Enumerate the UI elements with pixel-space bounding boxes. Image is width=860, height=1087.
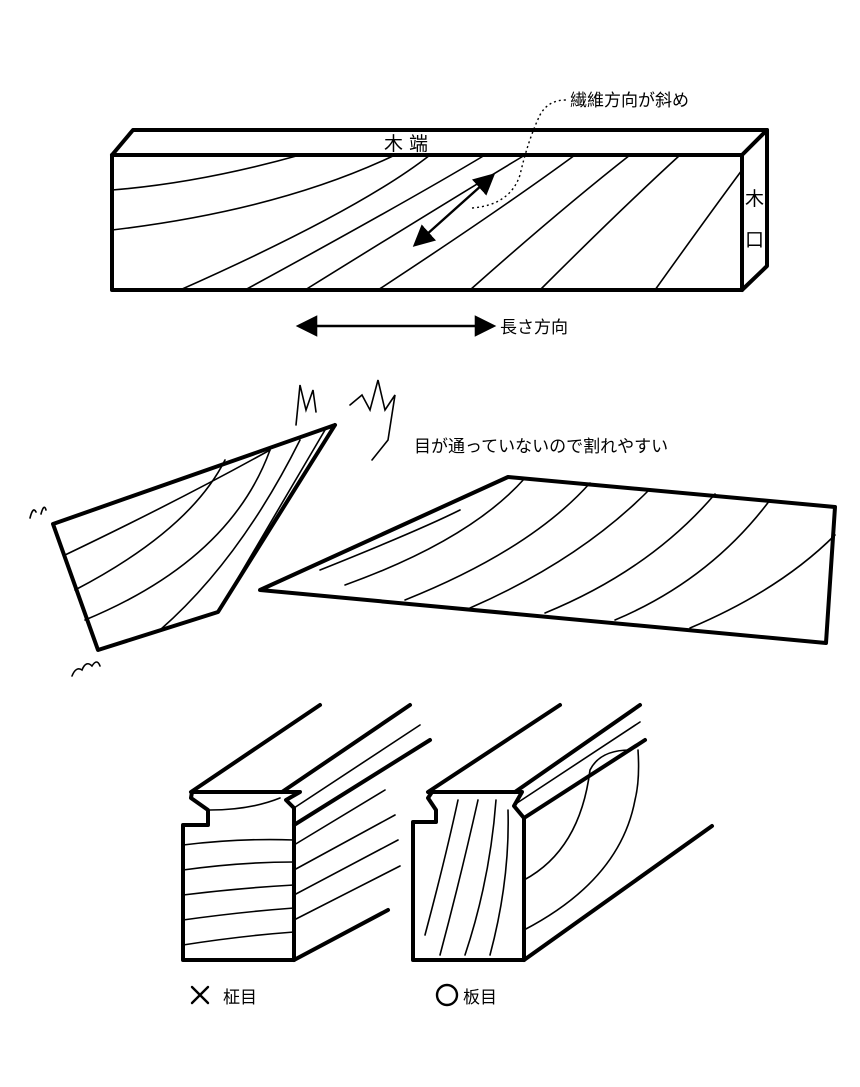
- fiber-direction-arrow: [412, 173, 496, 247]
- itame-joint: [411, 703, 714, 962]
- remaining-piece-grain: [319, 477, 836, 629]
- broken-piece-grain: [64, 429, 326, 631]
- joint-comparison: 柾目 板目: [181, 703, 714, 1008]
- cross-mark-icon: [190, 985, 210, 1005]
- board-front-face: [110, 153, 744, 292]
- end-face-label-2: 口: [745, 229, 764, 251]
- board-diagram: 木 端 木 口 繊維方向が斜め: [110, 91, 769, 292]
- motion-squiggle-bottom: [71, 661, 101, 677]
- board-end-face: [740, 128, 769, 292]
- itame-label: 板目: [463, 988, 497, 1008]
- broken-piece-outline: [51, 423, 337, 652]
- itame-outline: [411, 790, 526, 962]
- board-top-face: [110, 128, 769, 157]
- motion-squiggle-left: [29, 506, 47, 519]
- itame-caption: 板目: [435, 983, 497, 1008]
- itame-grain: [424, 749, 640, 956]
- remaining-piece-outline: [258, 475, 837, 645]
- end-face-label-1: 木: [745, 188, 764, 210]
- circle-mark-icon: [435, 983, 459, 1007]
- end-grain-top-label: 木 端: [384, 133, 428, 155]
- fiber-leader-line: [471, 99, 567, 209]
- board-grain-lines: [111, 154, 743, 291]
- length-direction-indicator: 長さ方向: [295, 315, 568, 338]
- motion-squiggle-right: [349, 379, 396, 461]
- masame-caption: 柾目: [190, 985, 257, 1008]
- split-illustration: 目が通っていないので割れやすい: [29, 379, 837, 677]
- motion-squiggle-top: [295, 384, 317, 426]
- masame-outline: [181, 790, 302, 962]
- masame-joint: [181, 703, 432, 962]
- masame-grain: [182, 789, 401, 946]
- masame-label: 柾目: [223, 988, 257, 1008]
- splits-easily-label: 目が通っていないので割れやすい: [414, 437, 668, 457]
- fiber-diagonal-label: 繊維方向が斜め: [570, 91, 689, 111]
- length-direction-label: 長さ方向: [500, 318, 568, 338]
